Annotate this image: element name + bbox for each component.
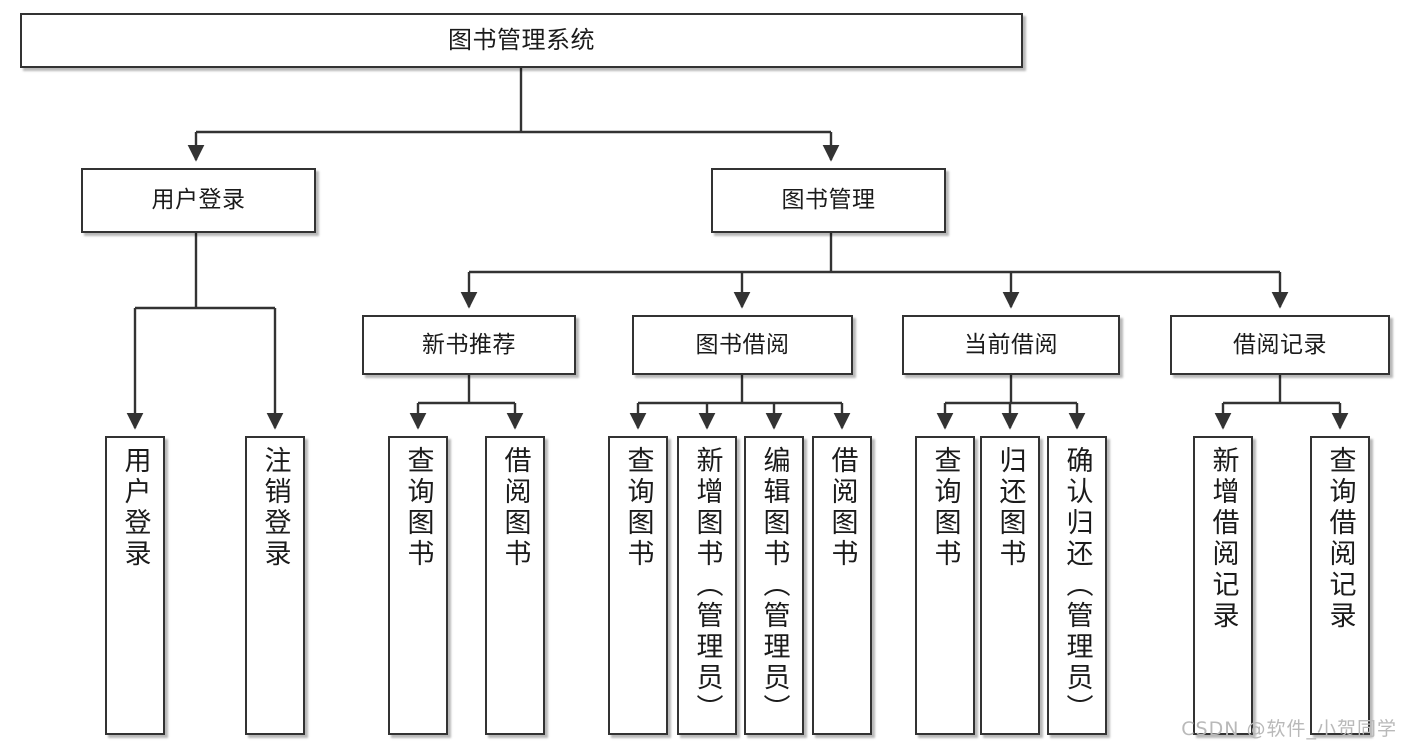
node-borrow-record[interactable]: 借阅记录 (1170, 315, 1390, 375)
node-leaf-confirm-return-admin-label: 确认归还（管理员） (1061, 446, 1093, 725)
node-book-manage[interactable]: 图书管理 (711, 168, 946, 233)
node-book-manage-label: 图书管理 (781, 187, 876, 214)
node-leaf-add-borrow-record-label: 新增借阅记录 (1207, 446, 1239, 632)
node-leaf-query-book-1-label: 查询图书 (402, 446, 434, 570)
node-current-borrow[interactable]: 当前借阅 (902, 315, 1120, 375)
node-leaf-edit-book-admin[interactable]: 编辑图书（管理员） (744, 436, 804, 735)
node-leaf-borrow-book-1[interactable]: 借阅图书 (485, 436, 545, 735)
node-leaf-user-login-label: 用户登录 (119, 446, 151, 570)
node-leaf-add-borrow-record[interactable]: 新增借阅记录 (1193, 436, 1253, 735)
node-leaf-borrow-book-1-label: 借阅图书 (499, 446, 531, 570)
watermark-text: CSDN @软件_小贺同学 (1181, 718, 1397, 740)
node-leaf-query-book-1[interactable]: 查询图书 (388, 436, 448, 735)
node-leaf-query-borrow-record-label: 查询借阅记录 (1324, 446, 1356, 632)
node-leaf-query-book-3-label: 查询图书 (929, 446, 961, 570)
node-new-book-rec[interactable]: 新书推荐 (362, 315, 576, 375)
node-leaf-return-book[interactable]: 归还图书 (980, 436, 1040, 735)
node-leaf-query-borrow-record[interactable]: 查询借阅记录 (1310, 436, 1370, 735)
node-leaf-add-book-admin[interactable]: 新增图书（管理员） (677, 436, 737, 735)
node-leaf-logout-login[interactable]: 注销登录 (245, 436, 305, 735)
node-leaf-borrow-book-2[interactable]: 借阅图书 (812, 436, 872, 735)
node-leaf-query-book-3[interactable]: 查询图书 (915, 436, 975, 735)
node-new-book-rec-label: 新书推荐 (422, 331, 516, 358)
node-leaf-add-book-admin-label: 新增图书（管理员） (691, 446, 723, 725)
node-user-login-label: 用户登录 (151, 187, 246, 214)
node-current-borrow-label: 当前借阅 (964, 331, 1058, 358)
node-root[interactable]: 图书管理系统 (20, 13, 1023, 68)
node-leaf-user-login[interactable]: 用户登录 (105, 436, 165, 735)
node-leaf-borrow-book-2-label: 借阅图书 (826, 446, 858, 570)
node-book-borrow[interactable]: 图书借阅 (632, 315, 853, 375)
node-leaf-query-book-2-label: 查询图书 (622, 446, 654, 570)
node-leaf-return-book-label: 归还图书 (994, 446, 1026, 570)
node-leaf-logout-login-label: 注销登录 (259, 446, 291, 570)
node-borrow-record-label: 借阅记录 (1233, 331, 1327, 358)
node-user-login[interactable]: 用户登录 (81, 168, 316, 233)
node-root-label: 图书管理系统 (448, 25, 595, 54)
node-book-borrow-label: 图书借阅 (695, 331, 790, 358)
node-leaf-edit-book-admin-label: 编辑图书（管理员） (758, 446, 790, 725)
node-leaf-confirm-return-admin[interactable]: 确认归还（管理员） (1047, 436, 1107, 735)
node-leaf-query-book-2[interactable]: 查询图书 (608, 436, 668, 735)
